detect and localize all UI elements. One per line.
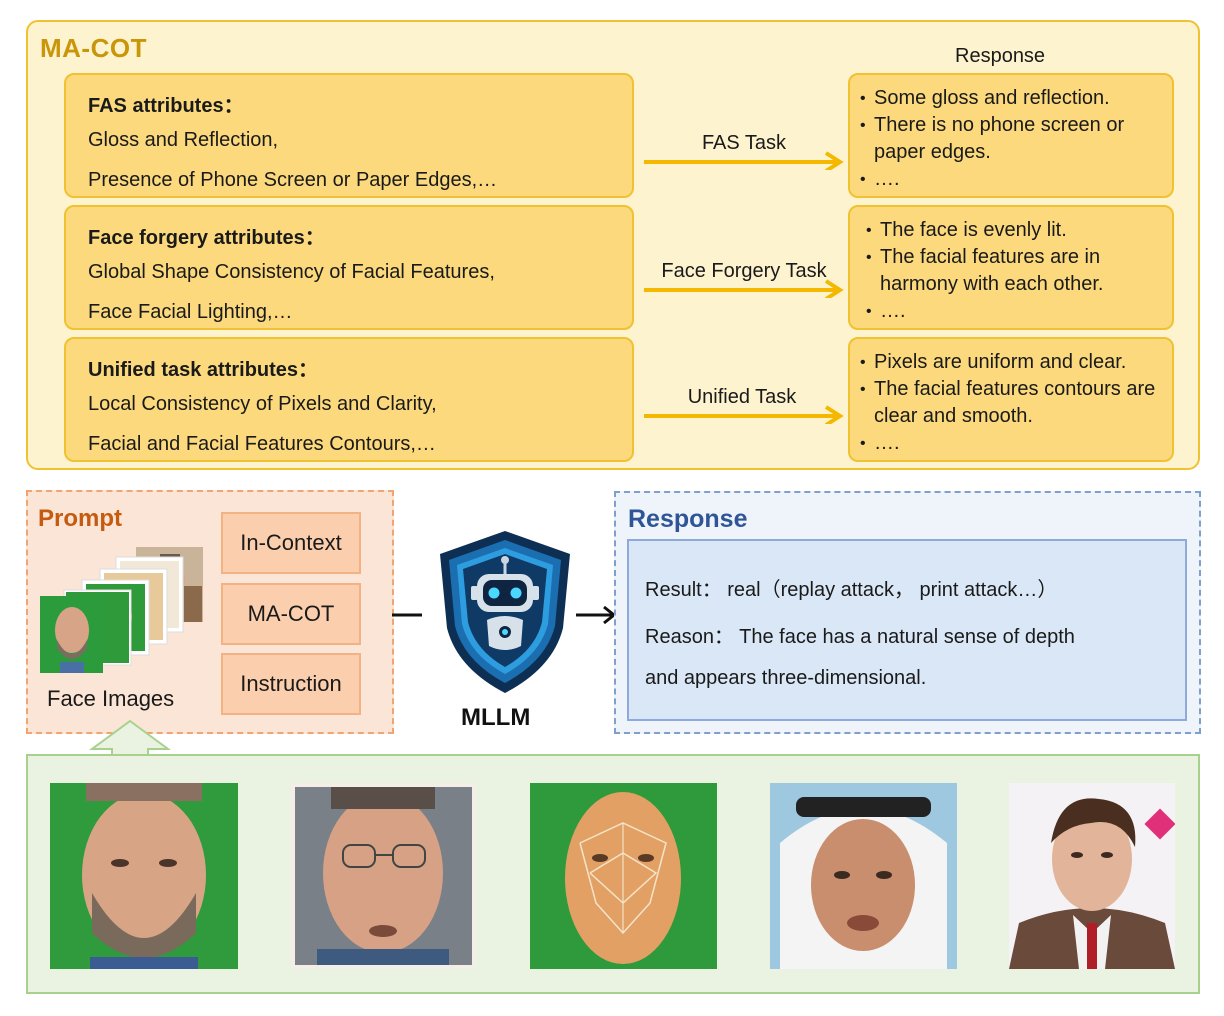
response-reason-line: Reason： The face has a natural sense of …: [645, 626, 1075, 648]
mllm-robot-icon: [440, 531, 570, 693]
response-item: The face is evenly lit.: [866, 217, 1166, 244]
attribute-line: Facial and Facial Features Contours,…: [88, 433, 436, 455]
face-forgery-task-label: Face Forgery Task: [661, 260, 827, 282]
fas-response-box: Some gloss and reflection. There is no p…: [848, 73, 1174, 198]
unified-task-attributes-box: Unified task attributes： Local Consisten…: [64, 337, 634, 462]
response-item: There is no phone screen or paper edges.: [860, 112, 1166, 166]
ma-cot-block: MA-COT: [221, 583, 361, 645]
fas-attributes-box: FAS attributes： Gloss and Reflection, Pr…: [64, 73, 634, 198]
attribute-line: Gloss and Reflection,: [88, 129, 279, 151]
unified-task-arrow: [644, 405, 844, 424]
face-image-2: [291, 783, 476, 969]
attribute-line: Face Facial Lighting,…: [88, 301, 293, 323]
fas-task-arrow: [644, 151, 844, 170]
face-images-stack: [40, 547, 203, 673]
face-image-3: [530, 783, 717, 969]
unified-response-box: Pixels are uniform and clear. The facial…: [848, 337, 1174, 462]
face-images-label: Face Images: [47, 686, 175, 711]
face-forgery-attributes-title: Face forgery attributes：: [88, 227, 325, 249]
face-image-4: [770, 783, 957, 969]
ma-cot-block-label: MA-COT: [247, 601, 335, 626]
face-image-1: [50, 783, 238, 969]
response-result-line: Result： real（replay attack， print attack…: [645, 579, 1058, 601]
response-item: The facial features are in harmony with …: [866, 244, 1166, 298]
in-context-block: In-Context: [221, 512, 361, 574]
fas-attributes-title: FAS attributes：: [88, 95, 244, 117]
attribute-line: Global Shape Consistency of Facial Featu…: [88, 261, 495, 283]
unified-task-attributes-title: Unified task attributes：: [88, 359, 319, 381]
mllm-label: MLLM: [461, 704, 531, 731]
response-item: The facial features contours are clear a…: [860, 376, 1166, 430]
response-text-box: [627, 539, 1187, 721]
response-item: ….: [866, 298, 1166, 325]
attribute-line: Local Consistency of Pixels and Clarity,: [88, 393, 437, 415]
unified-task-label: Unified Task: [687, 386, 797, 408]
fas-task-label: FAS Task: [701, 132, 787, 154]
face-forgery-attributes-box: Face forgery attributes： Global Shape Co…: [64, 205, 634, 330]
face-image-5: [1009, 783, 1175, 969]
ma-cot-title: MA-COT: [40, 33, 147, 63]
response-column-title: Response: [955, 45, 1046, 67]
response-item: ….: [860, 430, 1166, 457]
response-title: Response: [628, 505, 748, 533]
face-forgery-response-box: The face is evenly lit. The facial featu…: [848, 205, 1174, 330]
instruction-block: Instruction: [221, 653, 361, 715]
attribute-line: Presence of Phone Screen or Paper Edges,…: [88, 169, 498, 191]
instruction-label: Instruction: [240, 671, 342, 696]
in-context-label: In-Context: [240, 530, 342, 555]
prompt-title: Prompt: [38, 505, 122, 532]
response-reason-continuation: and appears three-dimensional.: [645, 667, 927, 689]
response-item: Some gloss and reflection.: [860, 85, 1166, 112]
response-item: ….: [860, 166, 1166, 193]
response-item: Pixels are uniform and clear.: [860, 349, 1166, 376]
face-forgery-task-arrow: [644, 279, 844, 298]
